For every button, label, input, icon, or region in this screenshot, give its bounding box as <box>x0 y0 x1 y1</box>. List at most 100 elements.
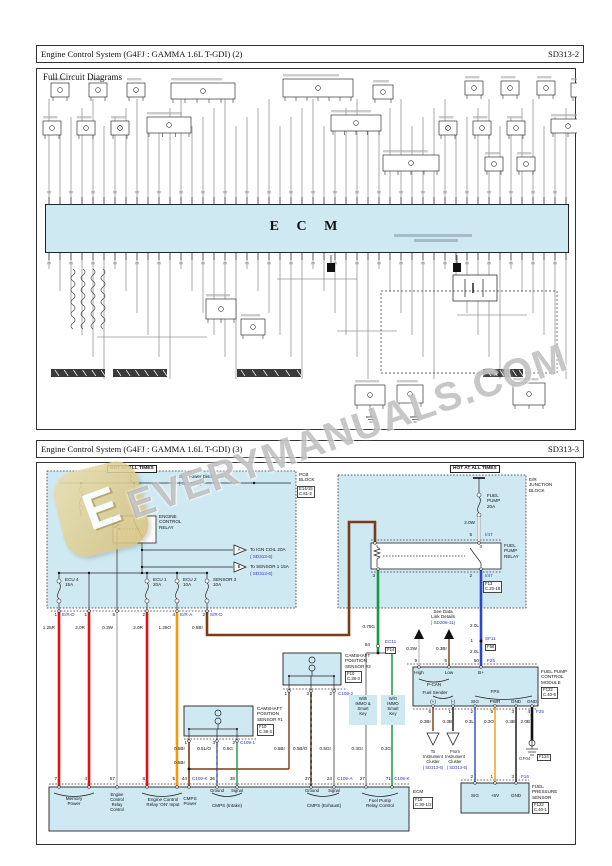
connector-ref: F25 <box>536 709 544 714</box>
module-gnd2: GND <box>526 699 538 704</box>
pin: 1 <box>470 638 473 643</box>
connector-ref: S/R-D <box>210 612 223 617</box>
cmps2-ref: F10 C.38-3 <box>345 671 362 683</box>
brace-marks <box>53 678 533 797</box>
fuel-pump-fuse-label: FUEL PUMP 20A <box>487 493 501 509</box>
grp-memory-power: Memory Power <box>65 796 83 807</box>
grp-signal1: Signal <box>231 788 243 793</box>
connector-ref: E/R-A <box>180 612 193 617</box>
ecm-pin: 57 <box>109 776 115 781</box>
wire-gauge: 2.0W <box>464 520 475 525</box>
module-fuel-sender: Fuel Sender <box>422 690 448 695</box>
data-link-ref: ( SD208-11) <box>430 620 456 625</box>
module-pcan: P-CAN <box>426 682 442 687</box>
data-link-arrow <box>414 629 424 639</box>
pin: 2 <box>329 691 332 696</box>
wire-gauge: 0.3L <box>465 719 474 724</box>
fps-title: FUEL PRESSURE SENSOR <box>532 784 558 800</box>
module-fs-plus: (+) <box>430 699 436 704</box>
wire-gauge: 0.3W <box>406 646 417 651</box>
page-subtitle: Full Circuit Diagrams <box>43 72 122 82</box>
to-ign-coil-label: To IGN COIL 20A <box>250 547 286 552</box>
triangle-b-letter: B <box>237 563 241 569</box>
ecm-label: E C M <box>269 219 345 234</box>
module-low: Low <box>444 670 454 675</box>
ground-symbol-gf04 <box>526 739 538 756</box>
section3-code: SD313-3 <box>547 444 579 454</box>
fuel-pump-fuse <box>476 512 482 518</box>
wire-gauge: 0.5Br <box>192 625 203 630</box>
ecm-connector-strip <box>48 786 410 832</box>
see-power-distribution: See Power Distribution <box>179 474 226 479</box>
grp-ecr-control: Engine Control Relay Control <box>110 792 124 812</box>
wire-gauge: 0.5G <box>223 746 233 751</box>
wire-gauge: 0.3O <box>484 719 494 724</box>
hot-at-all-times-right: HOT AT ALL TIMES <box>450 465 500 474</box>
ecm-pin: 38 <box>229 776 235 781</box>
ecm-pin: 37 <box>304 776 310 781</box>
fuel-pump-fuse <box>477 496 481 514</box>
ecm-pin: 8 <box>142 776 145 781</box>
fuel-pump-fuse <box>476 492 482 498</box>
pin: 1 <box>54 612 57 617</box>
immo-with-box <box>349 695 377 725</box>
module-title: FUEL PUMP CONTROL MODULE <box>541 669 568 685</box>
connector-ref: C109-A <box>337 776 353 781</box>
pin: 2 <box>202 612 205 617</box>
pin: 2 <box>470 709 473 714</box>
immo-with-label: With IMMO & Smart Key <box>355 696 371 716</box>
fuel-pressure-sensor-box <box>460 782 530 814</box>
pin: 84 <box>364 642 370 647</box>
junction-dots <box>57 481 483 771</box>
top-circuit-diagram <box>42 74 577 423</box>
connector-box-ref: F58 <box>485 644 497 651</box>
pin: 2 <box>142 612 145 617</box>
full-circuit-diagram-box: E C M Full Circuit Diagrams <box>36 68 577 430</box>
connector-ref: SF11 <box>485 636 496 641</box>
cmps1-symbol <box>188 709 238 741</box>
wire-gauge: 0.3Br <box>436 646 447 651</box>
pin: 3 <box>212 740 215 745</box>
pin: 5 <box>469 532 472 537</box>
pin: 3 <box>511 709 514 714</box>
to-cluster-label: To Instrument Cluster <box>423 749 443 764</box>
pin: 5 <box>112 612 115 617</box>
connector-ref: C109-K <box>192 776 208 781</box>
engine-control-relay-label: ENGINE CONTROL RELAY <box>159 514 182 530</box>
wire-gauge: 1.25O <box>158 625 171 630</box>
fps-ref: F122 C.40-1 <box>532 802 549 814</box>
hot-at-all-times-left: HOT AT ALL TIMES <box>107 465 157 474</box>
connector-rows <box>49 539 538 785</box>
grp-cmps-intake: CMPS (Intake) <box>211 803 243 808</box>
sensor-sig: SIG <box>471 793 479 798</box>
ecm-strip-label: ECM <box>413 789 424 794</box>
grp-signal2: Signal <box>328 788 340 793</box>
fuse-ecu4: ECU 4 15A <box>65 577 79 588</box>
ecm-pin: 44 <box>181 776 187 781</box>
ecm-pin: 5 <box>172 776 175 781</box>
cmps2-box <box>282 652 342 686</box>
wire-gauge: 0.3B <box>505 719 515 724</box>
pcb-block-label: PCB BLOCK <box>299 472 315 483</box>
data-link-arrow <box>444 629 454 639</box>
to-sensor1-label: To SENSOR 1 15A <box>250 564 289 569</box>
connector-ref: C109-K <box>394 776 410 781</box>
ecm-pin: 4 <box>84 776 87 781</box>
pin: 4 <box>172 612 175 617</box>
immo-without-label: W/O IMMO Smart Key <box>387 696 399 716</box>
ecm-block: E C M <box>45 204 569 253</box>
bottom-circuit-diagram <box>46 470 539 832</box>
wire-gauge: 0.5Br <box>274 746 285 751</box>
fuel-pump-control-module-box <box>412 666 539 707</box>
wire-gauge: 0.5L/O <box>197 746 211 751</box>
pin: 3 <box>372 573 375 578</box>
wire-gauge: 0.3Br <box>420 719 431 724</box>
connector-ref: I/47 <box>485 573 493 578</box>
ecm-pin: 71 <box>385 776 391 781</box>
pin: 1 <box>448 709 451 714</box>
er-junction-block-label: E/R JUNCTION BLOCK <box>529 477 553 493</box>
pcb-block-area <box>46 470 297 609</box>
from-cluster-label: From Instrument Cluster <box>445 749 465 764</box>
ecm-pin: 7 <box>54 776 57 781</box>
